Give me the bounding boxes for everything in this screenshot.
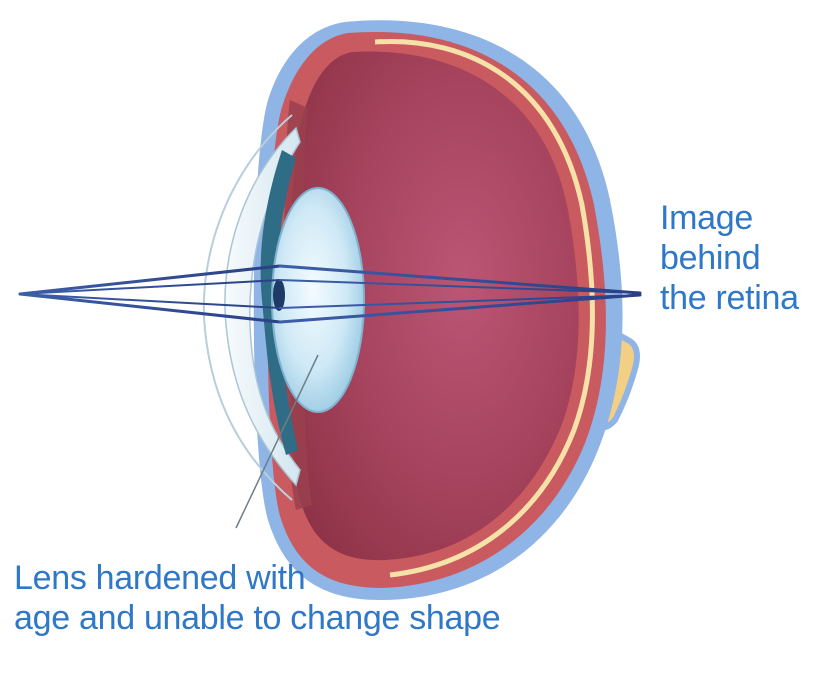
- image-label-line-1: Image: [660, 198, 799, 238]
- lens-label-line-1: Lens hardened with: [14, 558, 500, 598]
- image-label-line-2: behind: [660, 238, 799, 278]
- lens: [272, 188, 364, 412]
- lens-label-line-2: age and unable to change shape: [14, 598, 500, 638]
- image-behind-retina-label: Image behind the retina: [660, 198, 799, 318]
- lens-hardened-label: Lens hardened with age and unable to cha…: [14, 558, 500, 638]
- image-label-line-3: the retina: [660, 278, 799, 318]
